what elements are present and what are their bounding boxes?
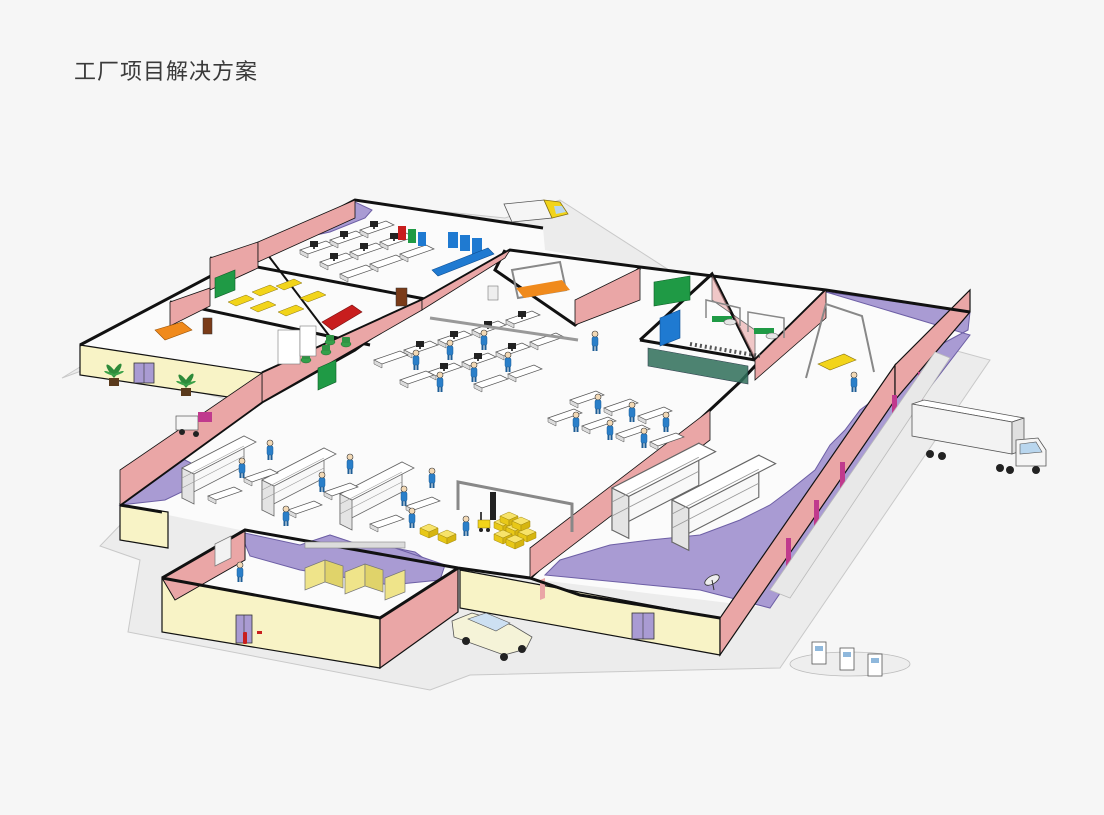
car-icon <box>451 612 533 661</box>
fuel-pump-area <box>789 641 911 677</box>
office-zone <box>104 220 655 640</box>
lab-building <box>161 528 459 670</box>
loading-dock <box>704 302 951 599</box>
satellite-dish-icon <box>704 574 720 591</box>
door-icon <box>631 612 655 640</box>
delivery-truck-icon <box>175 412 212 437</box>
forklift-icon <box>477 512 491 532</box>
potted-plant-icon <box>176 373 196 396</box>
page-title: 工厂项目解决方案 <box>74 60 259 85</box>
inspection-room <box>487 260 599 352</box>
potted-plant-icon <box>104 363 124 386</box>
east-rooms <box>647 275 785 385</box>
delivery-truck-icon <box>911 399 1047 474</box>
fuel-pump-icon <box>839 647 855 671</box>
cargo-area <box>419 480 574 550</box>
workstations-area <box>373 310 685 451</box>
fuel-pump-icon <box>867 653 883 677</box>
delivery-truck-icon <box>503 199 569 223</box>
door-icon <box>133 362 155 384</box>
fuel-pump-icon <box>811 641 827 665</box>
